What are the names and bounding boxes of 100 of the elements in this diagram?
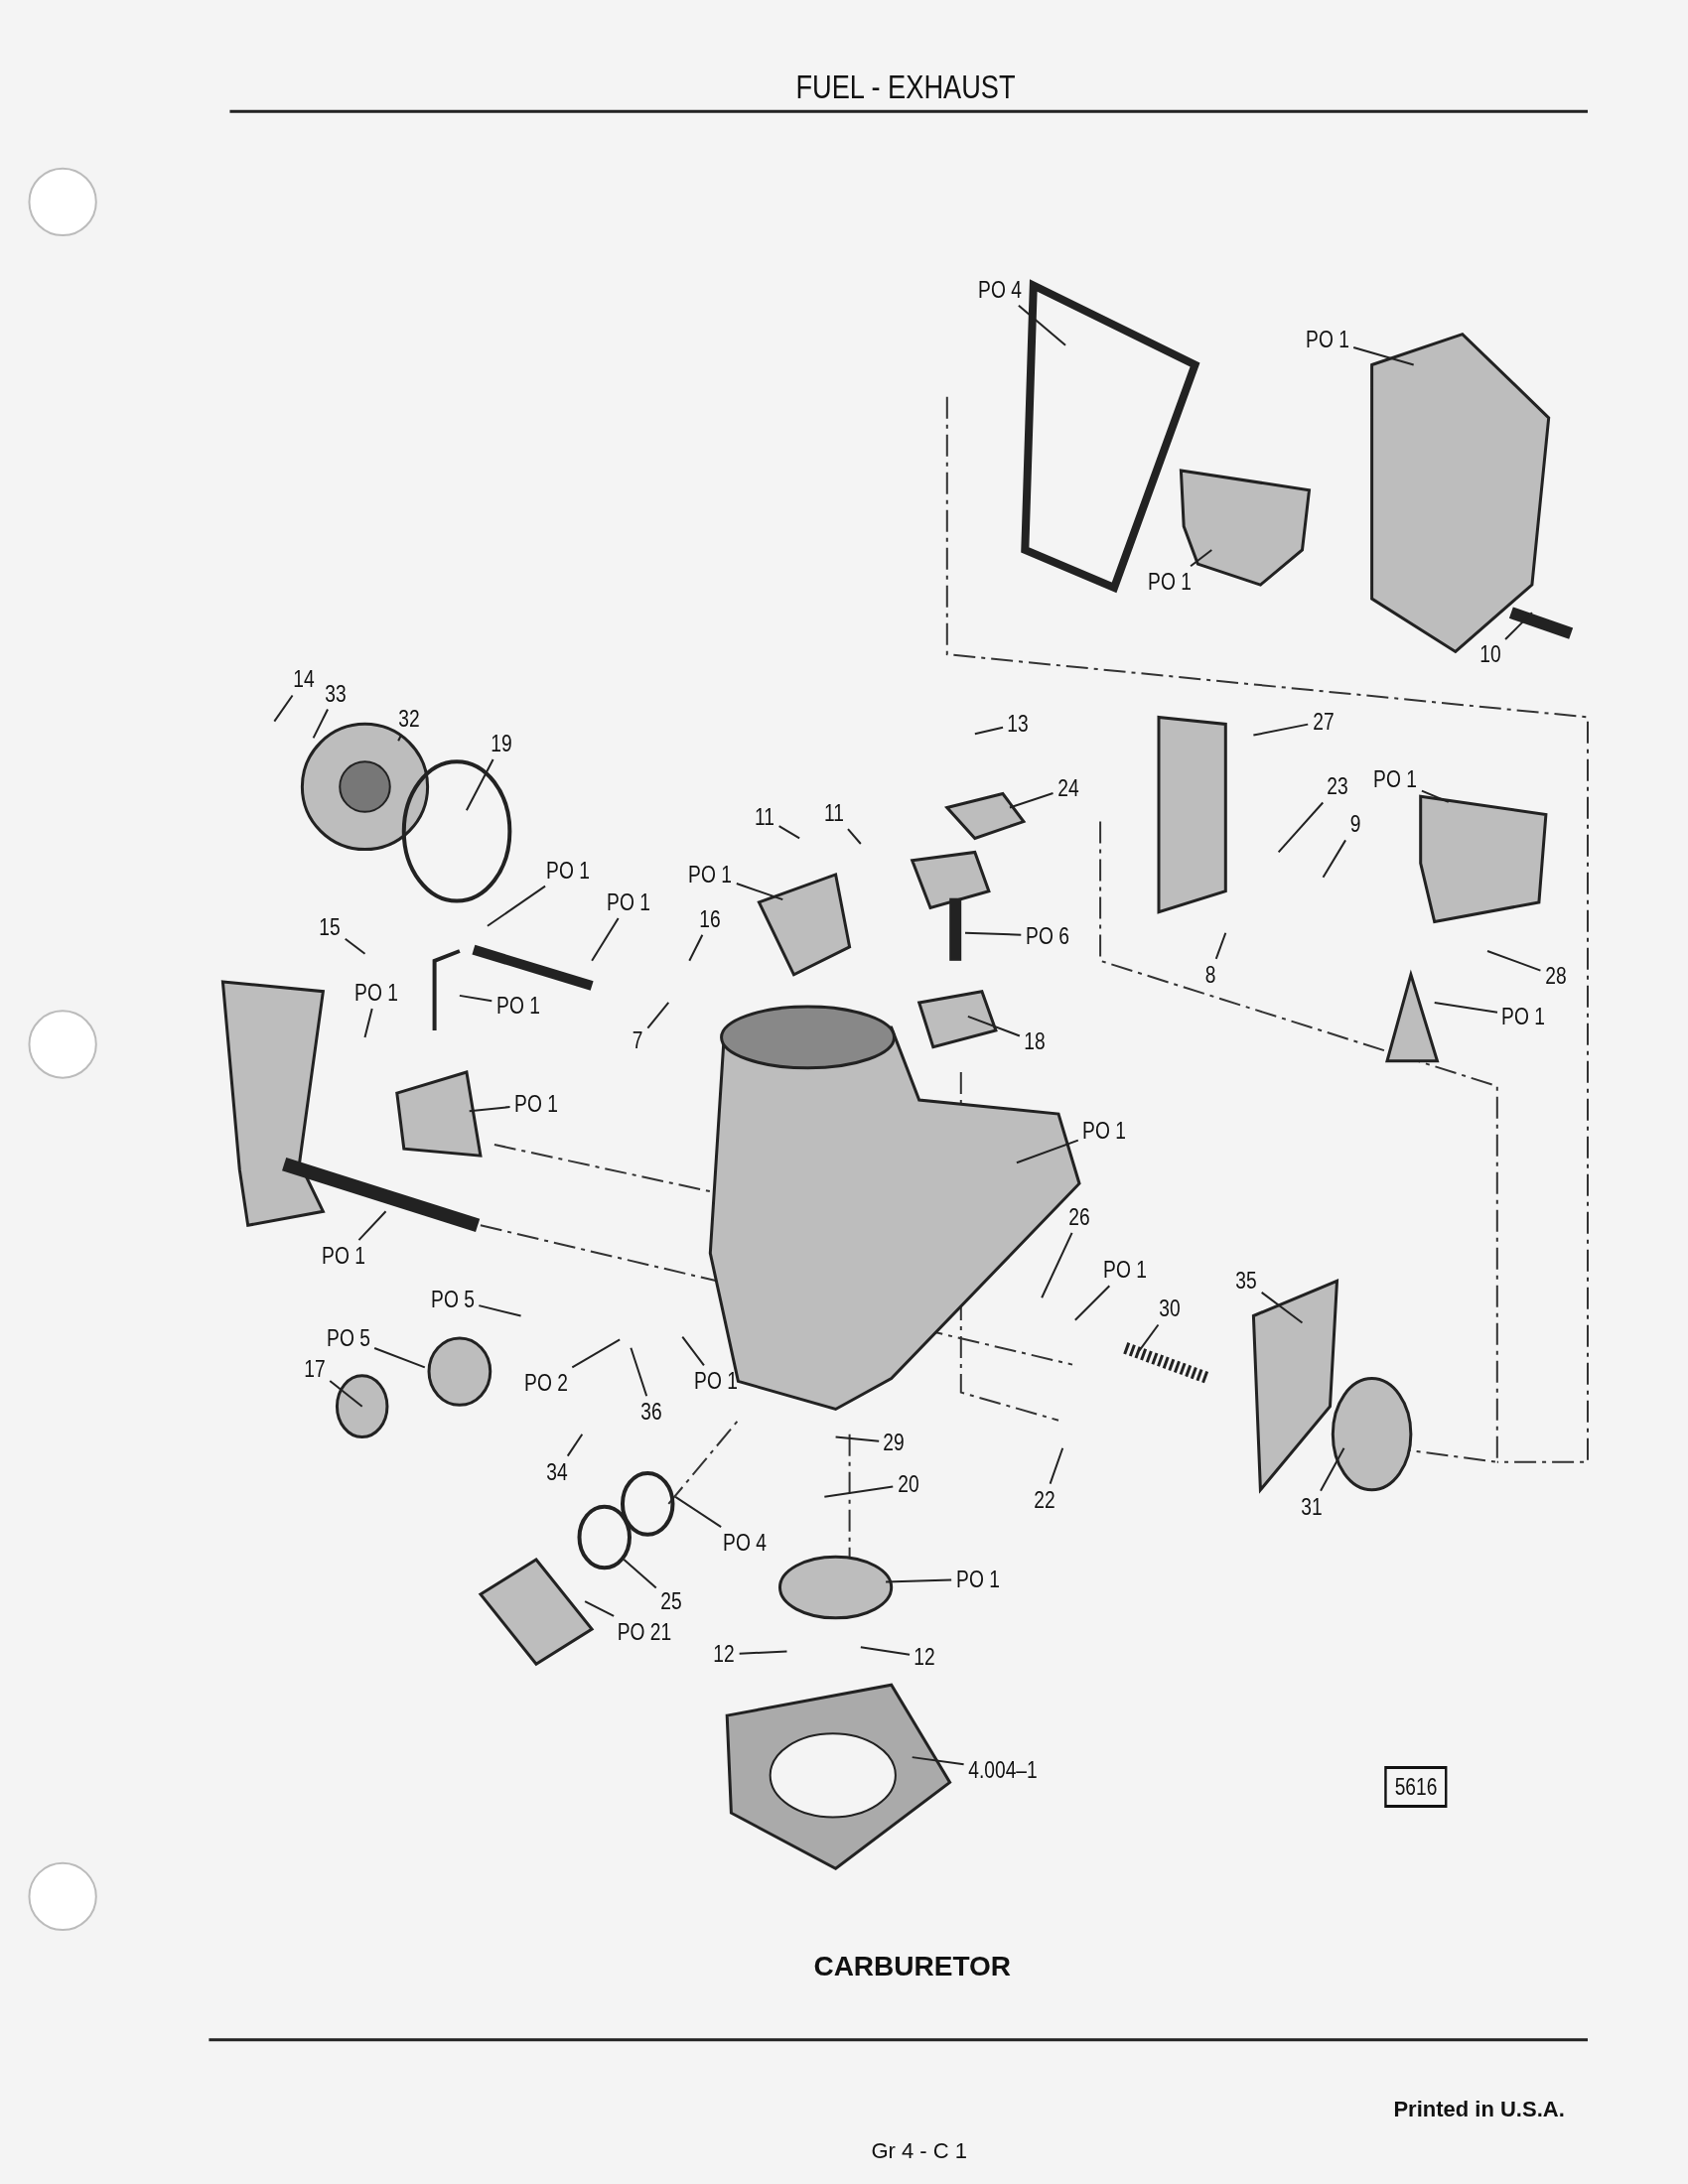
callout-number: 32 xyxy=(397,705,422,732)
callout-number: 25 xyxy=(658,1588,684,1615)
page-number: Gr 4 - C 1 xyxy=(870,2139,968,2164)
leader-line xyxy=(623,1558,657,1589)
callout-number: 14 xyxy=(291,666,317,693)
callout-number: PO 4 xyxy=(721,1530,769,1557)
leader-line xyxy=(591,916,620,962)
leader-line xyxy=(1320,1446,1345,1492)
leader-line xyxy=(1214,931,1227,960)
leader-line xyxy=(357,1210,387,1242)
callout-number: 10 xyxy=(1477,641,1503,668)
leader-line xyxy=(973,726,1005,736)
callout-number: 15 xyxy=(318,914,343,941)
callout-number: PO 1 xyxy=(1101,1257,1149,1284)
leader-line xyxy=(630,1346,648,1398)
leader-line xyxy=(1277,801,1325,854)
leader-line xyxy=(344,937,366,955)
leader-line xyxy=(1190,549,1213,568)
callout-number: 33 xyxy=(323,680,349,707)
leader-line xyxy=(1015,1139,1079,1164)
leader-line xyxy=(1322,839,1347,879)
callout-number: PO 1 xyxy=(692,1368,740,1395)
callout-number: PO 1 xyxy=(352,980,400,1007)
callout-number: 23 xyxy=(1325,773,1349,800)
callout-number: PO 4 xyxy=(976,276,1024,303)
leader-line xyxy=(847,828,862,845)
callout-number: 11 xyxy=(822,800,846,827)
leader-line xyxy=(273,694,294,723)
leader-line xyxy=(735,883,784,901)
callout-number: 20 xyxy=(896,1471,920,1498)
callout-number: 12 xyxy=(913,1644,937,1671)
callout-number: 18 xyxy=(1022,1028,1048,1055)
leader-line xyxy=(823,1485,895,1498)
leader-line xyxy=(397,733,403,743)
callout-number: 11 xyxy=(753,804,776,831)
callout-number: 22 xyxy=(1032,1486,1057,1513)
callout-number: PO 2 xyxy=(522,1369,570,1396)
callout-number: PO 1 xyxy=(686,861,734,887)
leader-line xyxy=(646,1001,670,1029)
callout-number: 29 xyxy=(882,1430,907,1456)
callout-number: PO 1 xyxy=(1371,766,1419,793)
figure-caption: CARBURETOR xyxy=(812,1951,1012,1981)
leader-line xyxy=(1041,1231,1073,1299)
callout-number: 30 xyxy=(1157,1296,1183,1322)
callout-number: 36 xyxy=(639,1399,664,1426)
callout-number: 28 xyxy=(1543,963,1568,990)
callout-number: PO 1 xyxy=(320,1243,367,1270)
callout-number: PO 5 xyxy=(325,1324,372,1351)
leader-line xyxy=(478,1304,522,1317)
leader-line xyxy=(859,1646,912,1656)
leader-line xyxy=(571,1338,622,1369)
callout-number: 17 xyxy=(302,1355,328,1382)
leader-line xyxy=(1252,723,1310,737)
leader-line xyxy=(1486,950,1542,972)
callout-number: 12 xyxy=(712,1641,737,1668)
leader-line xyxy=(777,825,801,840)
leader-line xyxy=(1504,612,1533,640)
page-title: FUEL - EXHAUST xyxy=(794,68,1017,104)
leader-line xyxy=(458,994,493,1003)
leader-line xyxy=(312,708,330,740)
leader-line xyxy=(674,1495,723,1529)
callout-number: 19 xyxy=(489,731,514,756)
leader-line xyxy=(1433,1001,1498,1014)
leader-line xyxy=(1420,789,1450,803)
callout-number: PO 1 xyxy=(512,1091,560,1118)
callout-number: 34 xyxy=(544,1458,570,1485)
callout-number: 13 xyxy=(1006,711,1031,738)
callout-number: PO 1 xyxy=(954,1566,1002,1592)
leader-line xyxy=(681,1335,705,1367)
leader-line xyxy=(911,1756,965,1766)
callout-number: PO 1 xyxy=(1080,1117,1128,1144)
figure-number: 5616 xyxy=(1384,1765,1449,1808)
callout-number: PO 1 xyxy=(544,857,592,884)
callout-number: PO 21 xyxy=(616,1618,674,1645)
leader-line xyxy=(566,1433,584,1457)
callout-number: 7 xyxy=(631,1026,645,1053)
leader-line xyxy=(1352,345,1415,366)
leader-line xyxy=(373,1347,426,1369)
callout-number: PO 5 xyxy=(429,1286,477,1312)
callout-number: PO 1 xyxy=(605,888,652,915)
printed-note: Printed in U.S.A. xyxy=(1392,2098,1566,2121)
leader-line xyxy=(1260,1291,1304,1324)
leader-line xyxy=(885,1578,953,1583)
callout-number: 27 xyxy=(1311,708,1336,735)
callout-number: 4.004–1 xyxy=(966,1756,1040,1783)
leader-line xyxy=(584,1600,616,1617)
leader-line xyxy=(738,1650,788,1655)
callout-number: PO 1 xyxy=(1304,327,1351,353)
callout-number: 8 xyxy=(1202,961,1217,988)
callout-number: PO 1 xyxy=(494,992,542,1019)
callout-number: PO 1 xyxy=(1146,569,1194,596)
callout-number: 16 xyxy=(698,905,723,932)
leader-line xyxy=(363,1008,373,1038)
leader-line xyxy=(834,1435,881,1442)
leader-line xyxy=(966,1015,1021,1037)
callout-number: PO 1 xyxy=(1500,1003,1547,1029)
callout-number: 24 xyxy=(1055,774,1081,801)
leader-line xyxy=(329,1379,363,1408)
leader-line xyxy=(1008,792,1055,809)
leader-line xyxy=(688,933,704,962)
